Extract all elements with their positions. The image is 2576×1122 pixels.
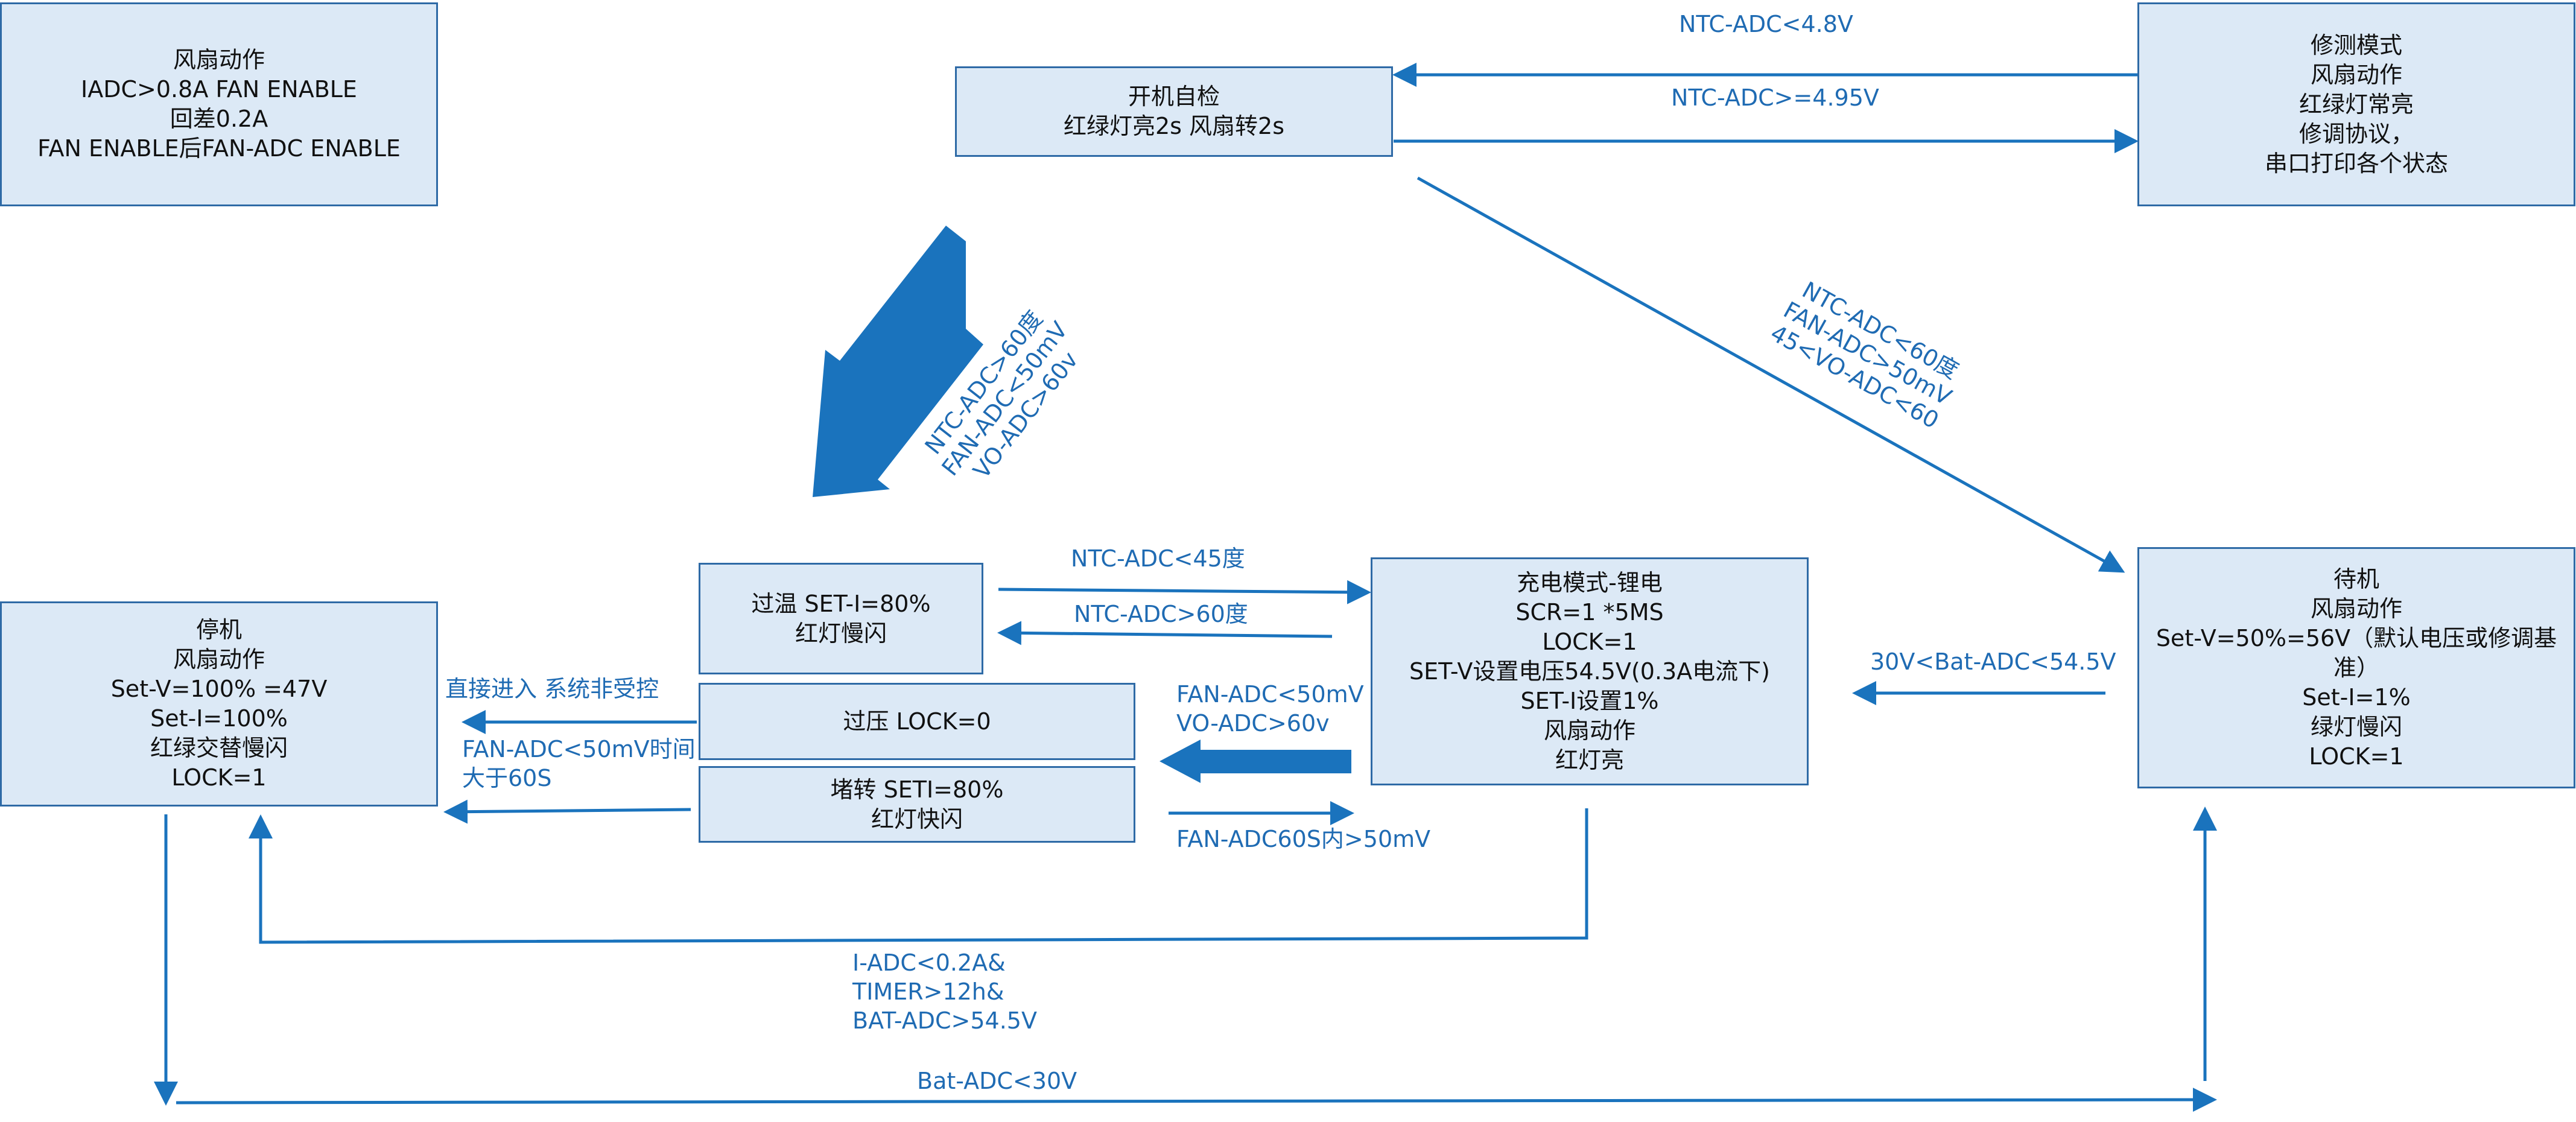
standby-line: Set-V=50%=56V（默认电压或修调基准） <box>2156 624 2557 681</box>
stall-box: 堵转 SETI=80% 红灯快闪 <box>699 766 1135 843</box>
selfcheck-line: 开机自检 <box>1128 83 1220 110</box>
charge-line: SET-V设置电压54.5V(0.3A电流下) <box>1409 658 1771 685</box>
standby-line: Set-I=1% <box>2302 683 2411 711</box>
stop-line: 风扇动作 <box>173 646 265 673</box>
arrow-charge-to-overtemp <box>997 621 1333 645</box>
overtemp-line: 红灯慢闪 <box>795 620 887 647</box>
repair-line: 红绿灯常亮 <box>2298 90 2414 118</box>
label-ntc-ge-4-95: NTC-ADC>=4.95V <box>1671 84 1879 111</box>
selfcheck-box: 开机自检 红绿灯亮2s 风扇转2s <box>955 66 1393 157</box>
condition-line: 大于60S <box>462 765 552 791</box>
standby-line: 绿灯慢闪 <box>2310 713 2402 740</box>
arrow-selfcheck-to-standby <box>1416 176 2125 573</box>
standby-line: 风扇动作 <box>2310 595 2402 622</box>
standby-line: 待机 <box>2333 565 2379 592</box>
label-charge-done: I-ADC<0.2A& TIMER>12h& BAT-ADC>54.5V <box>852 948 1037 1035</box>
fan-note-line: 回差0.2A <box>170 106 268 132</box>
charge-line: SET-I设置1% <box>1520 687 1659 714</box>
arrow-bottom-line <box>176 1088 2217 1112</box>
fan-note-box: 风扇动作 IADC>0.8A FAN ENABLE 回差0.2A FAN ENA… <box>0 2 438 206</box>
fan-note-line: IADC>0.8A FAN ENABLE <box>81 76 357 103</box>
selfcheck-line: 红绿灯亮2s 风扇转2s <box>1063 113 1285 139</box>
fan-note-line: 风扇动作 <box>173 46 265 73</box>
arrow-to-charge <box>998 580 1371 604</box>
overvolt-line: 过压 LOCK=0 <box>843 708 991 735</box>
arrow-charge-to-stop <box>249 808 1588 944</box>
standby-box: 待机 风扇动作 Set-V=50%=56V（默认电压或修调基准） Set-I=1… <box>2137 547 2575 788</box>
repair-mode-box: 修测模式 风扇动作 红绿灯常亮 修调协议， 串口打印各个状态 <box>2137 2 2575 206</box>
charge-line: 风扇动作 <box>1543 717 1635 744</box>
repair-line: 修测模式 <box>2310 31 2402 59</box>
charge-mode-box: 充电模式-锂电 SCR=1 *5MS LOCK=1 SET-V设置电压54.5V… <box>1371 557 1809 785</box>
label-ntc-lt-45: NTC-ADC<45度 <box>1071 545 1245 572</box>
charge-line: LOCK=1 <box>1542 628 1637 655</box>
stop-line: Set-V=100% =47V <box>110 676 328 702</box>
label-ntc-gt-60: NTC-ADC>60度 <box>1074 601 1248 627</box>
stall-line: 红灯快闪 <box>871 805 963 832</box>
overvolt-box: 过压 LOCK=0 <box>699 683 1135 760</box>
overtemp-line: 过温 SET-I=80% <box>751 590 931 617</box>
big-arrow-charge-to-stall <box>1160 740 1351 783</box>
overtemp-box: 过温 SET-I=80% 红灯慢闪 <box>699 563 983 674</box>
label-fan-vo: FAN-ADC<50mV VO-ADC>60v <box>1176 680 1364 738</box>
standby-line: LOCK=1 <box>2309 743 2404 770</box>
stop-line: Set-I=100% <box>150 705 288 732</box>
label-bat-lt-30: Bat-ADC<30V <box>917 1068 1077 1094</box>
label-direct-enter: 直接进入 系统非受控 <box>445 676 659 702</box>
label-fan-60s: FAN-ADC60S内>50mV <box>1176 826 1431 852</box>
charge-line: 红灯亮 <box>1555 746 1624 773</box>
repair-line: 串口打印各个状态 <box>2264 150 2448 177</box>
condition-line: VO-ADC>60v <box>1176 710 1330 737</box>
stall-line: 堵转 SETI=80% <box>830 776 1004 803</box>
condition-line: FAN-ADC<50mV时间 <box>462 736 696 762</box>
condition-line: FAN-ADC<50mV <box>1176 681 1364 708</box>
fan-note-line: FAN ENABLE后FAN-ADC ENABLE <box>37 135 401 162</box>
big-arrow-selfcheck-to-stop <box>813 226 983 497</box>
label-bat-range: 30V<Bat-ADC<54.5V <box>1870 648 2116 675</box>
label-fan-timeout: FAN-ADC<50mV时间 大于60S <box>462 735 696 793</box>
label-ntc-lt-4-8: NTC-ADC<4.8V <box>1679 11 1853 37</box>
stop-line: 停机 <box>195 616 242 643</box>
stop-line: 红绿交替慢闪 <box>150 735 288 761</box>
condition-line: I-ADC<0.2A& <box>852 949 1006 976</box>
stop-box: 停机 风扇动作 Set-V=100% =47V Set-I=100% 红绿交替慢… <box>0 601 438 807</box>
stop-line: LOCK=1 <box>171 764 267 791</box>
condition-line: TIMER>12h& <box>852 978 1004 1005</box>
condition-line: BAT-ADC>54.5V <box>852 1007 1037 1034</box>
charge-line: 充电模式-锂电 <box>1517 569 1663 596</box>
repair-line: 修调协议， <box>2298 120 2414 147</box>
repair-line: 风扇动作 <box>2310 61 2402 88</box>
charge-line: SCR=1 *5MS <box>1515 598 1664 626</box>
arrow-stall-to-stop <box>443 799 691 824</box>
